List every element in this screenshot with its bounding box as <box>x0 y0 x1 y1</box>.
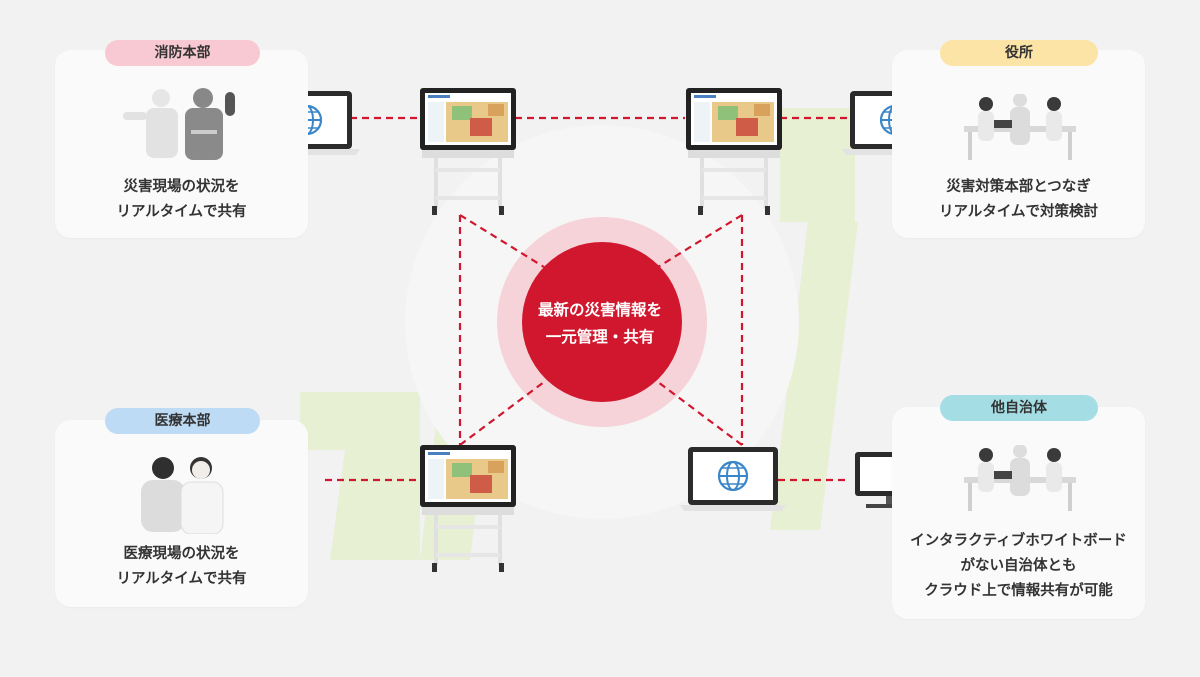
card-fire: 災害現場の状況を リアルタイムで共有 <box>55 50 308 238</box>
firefighters-icon <box>123 88 235 160</box>
laptop-bottom <box>678 445 788 513</box>
line-hub-br <box>657 381 743 446</box>
tag-fire: 消防本部 <box>105 40 260 66</box>
tag-medical: 医療本部 <box>105 408 260 434</box>
connectors <box>325 116 850 482</box>
meeting-people-icon <box>964 445 1076 511</box>
doctors-icon <box>141 457 224 534</box>
line-hub-bl <box>459 381 545 446</box>
card-medical: 医療現場の状況を リアルタイムで共有 <box>55 420 308 607</box>
fire-description: 災害現場の状況を リアルタイムで共有 <box>116 179 247 220</box>
line-hub-tr <box>657 214 743 268</box>
card-other: インタラクティブホワイトボード がない自治体とも クラウド上で情報共有が可能 <box>892 407 1145 619</box>
hub-label: 最新の災害情報を 一元管理・共有 <box>537 301 662 346</box>
tag-office: 役所 <box>940 40 1098 66</box>
office-description: 災害対策本部とつなぎ リアルタイムで対策検討 <box>938 179 1099 220</box>
meeting-people-icon <box>964 94 1076 160</box>
hub-circle <box>522 242 682 402</box>
other-description: インタラクティブホワイトボード がない自治体とも クラウド上で情報共有が可能 <box>910 533 1127 599</box>
tag-other: 他自治体 <box>940 395 1098 421</box>
line-hub-tl <box>459 214 545 268</box>
card-office: 災害対策本部とつなぎ リアルタイムで対策検討 <box>892 50 1145 238</box>
medical-description: 医療現場の状況を リアルタイムで共有 <box>116 546 247 587</box>
